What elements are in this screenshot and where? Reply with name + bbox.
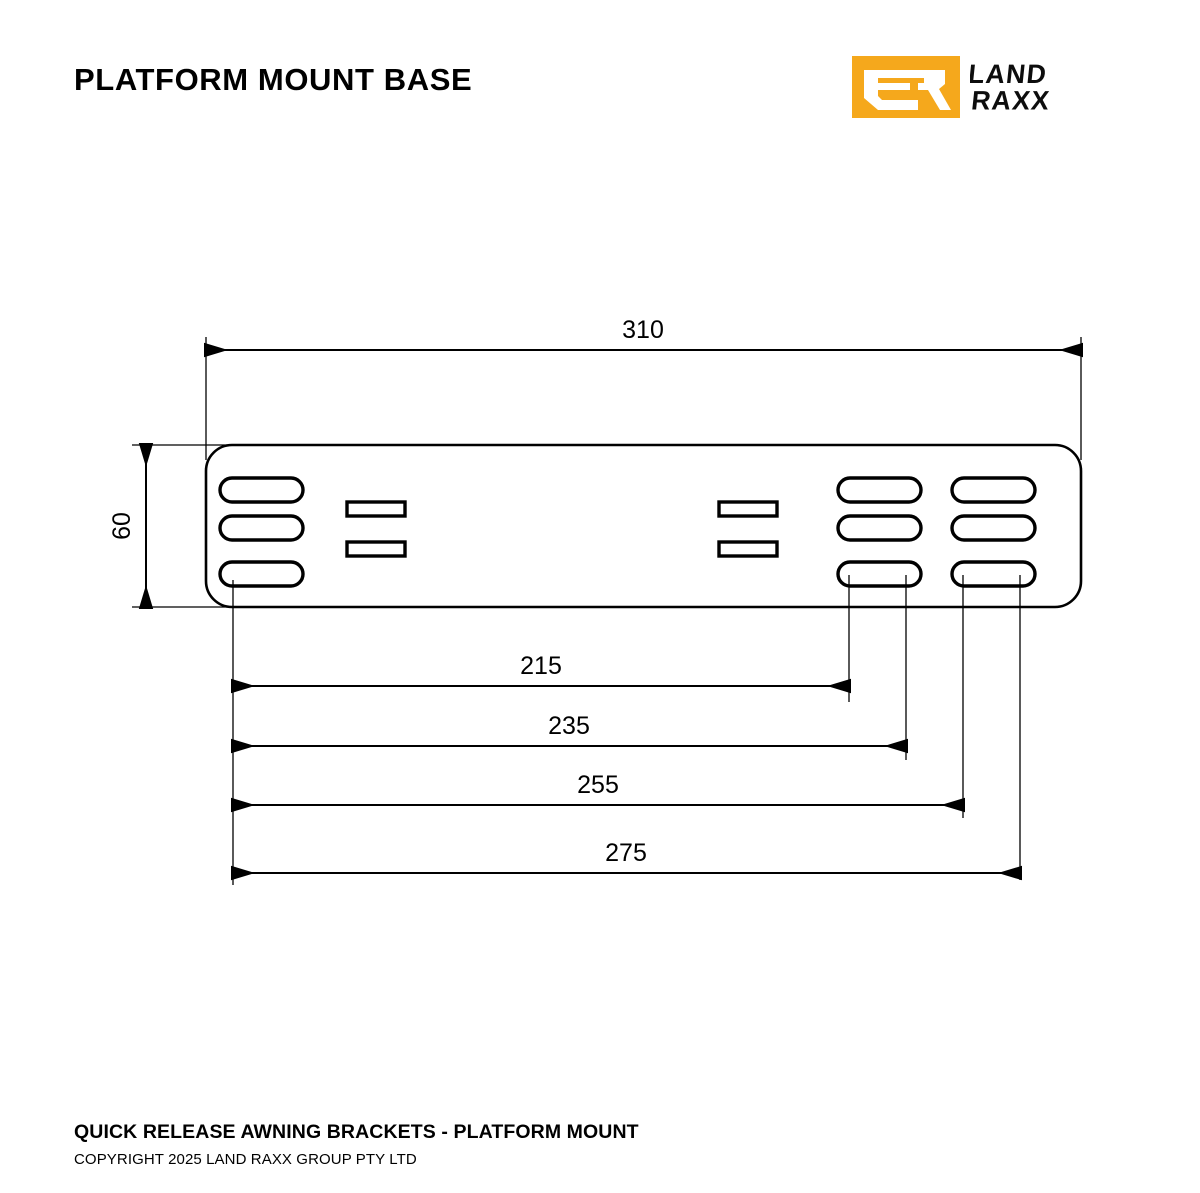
dimension-275: 275: [231, 839, 1022, 881]
brand-logo: LAND RAXX: [852, 56, 1118, 118]
dim-label-60: 60: [108, 512, 136, 540]
wordmark-line-2: RAXX: [970, 86, 1052, 116]
rect-left-2: [345, 540, 407, 558]
logo-mark-icon: [852, 56, 960, 118]
slot-mid-right-2: [836, 514, 923, 542]
dim-label-275: 275: [605, 839, 647, 867]
slot-left-3: [218, 560, 305, 588]
dimension-235: 235: [231, 712, 908, 754]
dim-label-255: 255: [577, 771, 619, 799]
base-plate-outline: [204, 443, 1083, 609]
rect-right-2: [717, 540, 779, 558]
rect-right-1: [717, 500, 779, 518]
sheet-footer: QUICK RELEASE AWNING BRACKETS - PLATFORM…: [0, 1103, 1200, 1193]
dimension-60: 60: [108, 443, 154, 609]
slot-far-right-3: [950, 560, 1037, 588]
wordmark-line-1: LAND: [970, 59, 1049, 89]
slot-column-mid-right: [836, 476, 923, 588]
dimension-215: 215: [231, 652, 851, 694]
dim-label-235: 235: [548, 712, 590, 740]
footer-copyright-notice: COPYRIGHT 2025 LAND RAXX GROUP PTY LTD: [74, 1151, 417, 1168]
rect-pair-right: [717, 500, 779, 558]
slot-far-right-2: [950, 514, 1037, 542]
slot-mid-right-1: [836, 476, 923, 504]
slot-left-1: [218, 476, 305, 504]
rect-left-1: [345, 500, 407, 518]
sheet-header: PLATFORM MOUNT BASE LAND RAXX: [0, 0, 1200, 140]
dim-label-215: 215: [520, 652, 562, 680]
dimension-310: 310: [204, 316, 1083, 358]
dimension-255: 255: [231, 771, 965, 813]
plate-body: [204, 443, 1083, 609]
extension-lines: [132, 337, 1082, 885]
dim-label-310: 310: [622, 316, 664, 344]
slot-column-left: [218, 476, 305, 588]
page-title: PLATFORM MOUNT BASE: [74, 62, 473, 97]
slot-column-far-right: [950, 476, 1037, 588]
slot-left-2: [218, 514, 305, 542]
logo-wordmark: LAND RAXX: [970, 59, 1052, 116]
rect-pair-left: [345, 500, 407, 558]
technical-drawing-view: 310 60: [108, 316, 1083, 885]
slot-far-right-1: [950, 476, 1037, 504]
slot-mid-right-3: [836, 560, 923, 588]
footer-product-title: QUICK RELEASE AWNING BRACKETS - PLATFORM…: [74, 1121, 639, 1143]
